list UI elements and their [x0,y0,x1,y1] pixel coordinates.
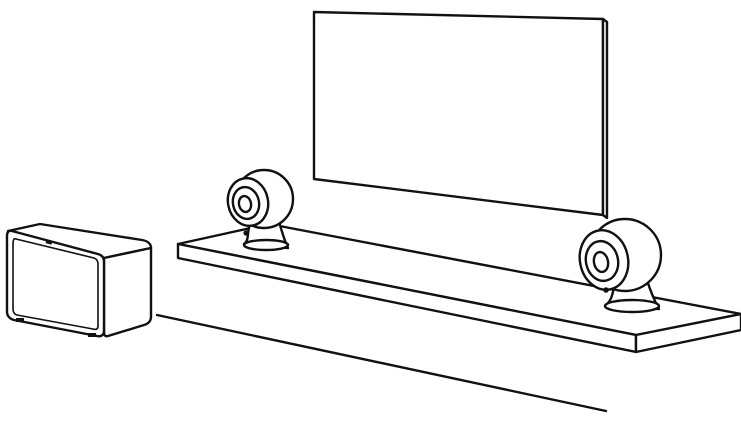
tv-screen [314,12,607,218]
subwoofer [7,224,151,337]
